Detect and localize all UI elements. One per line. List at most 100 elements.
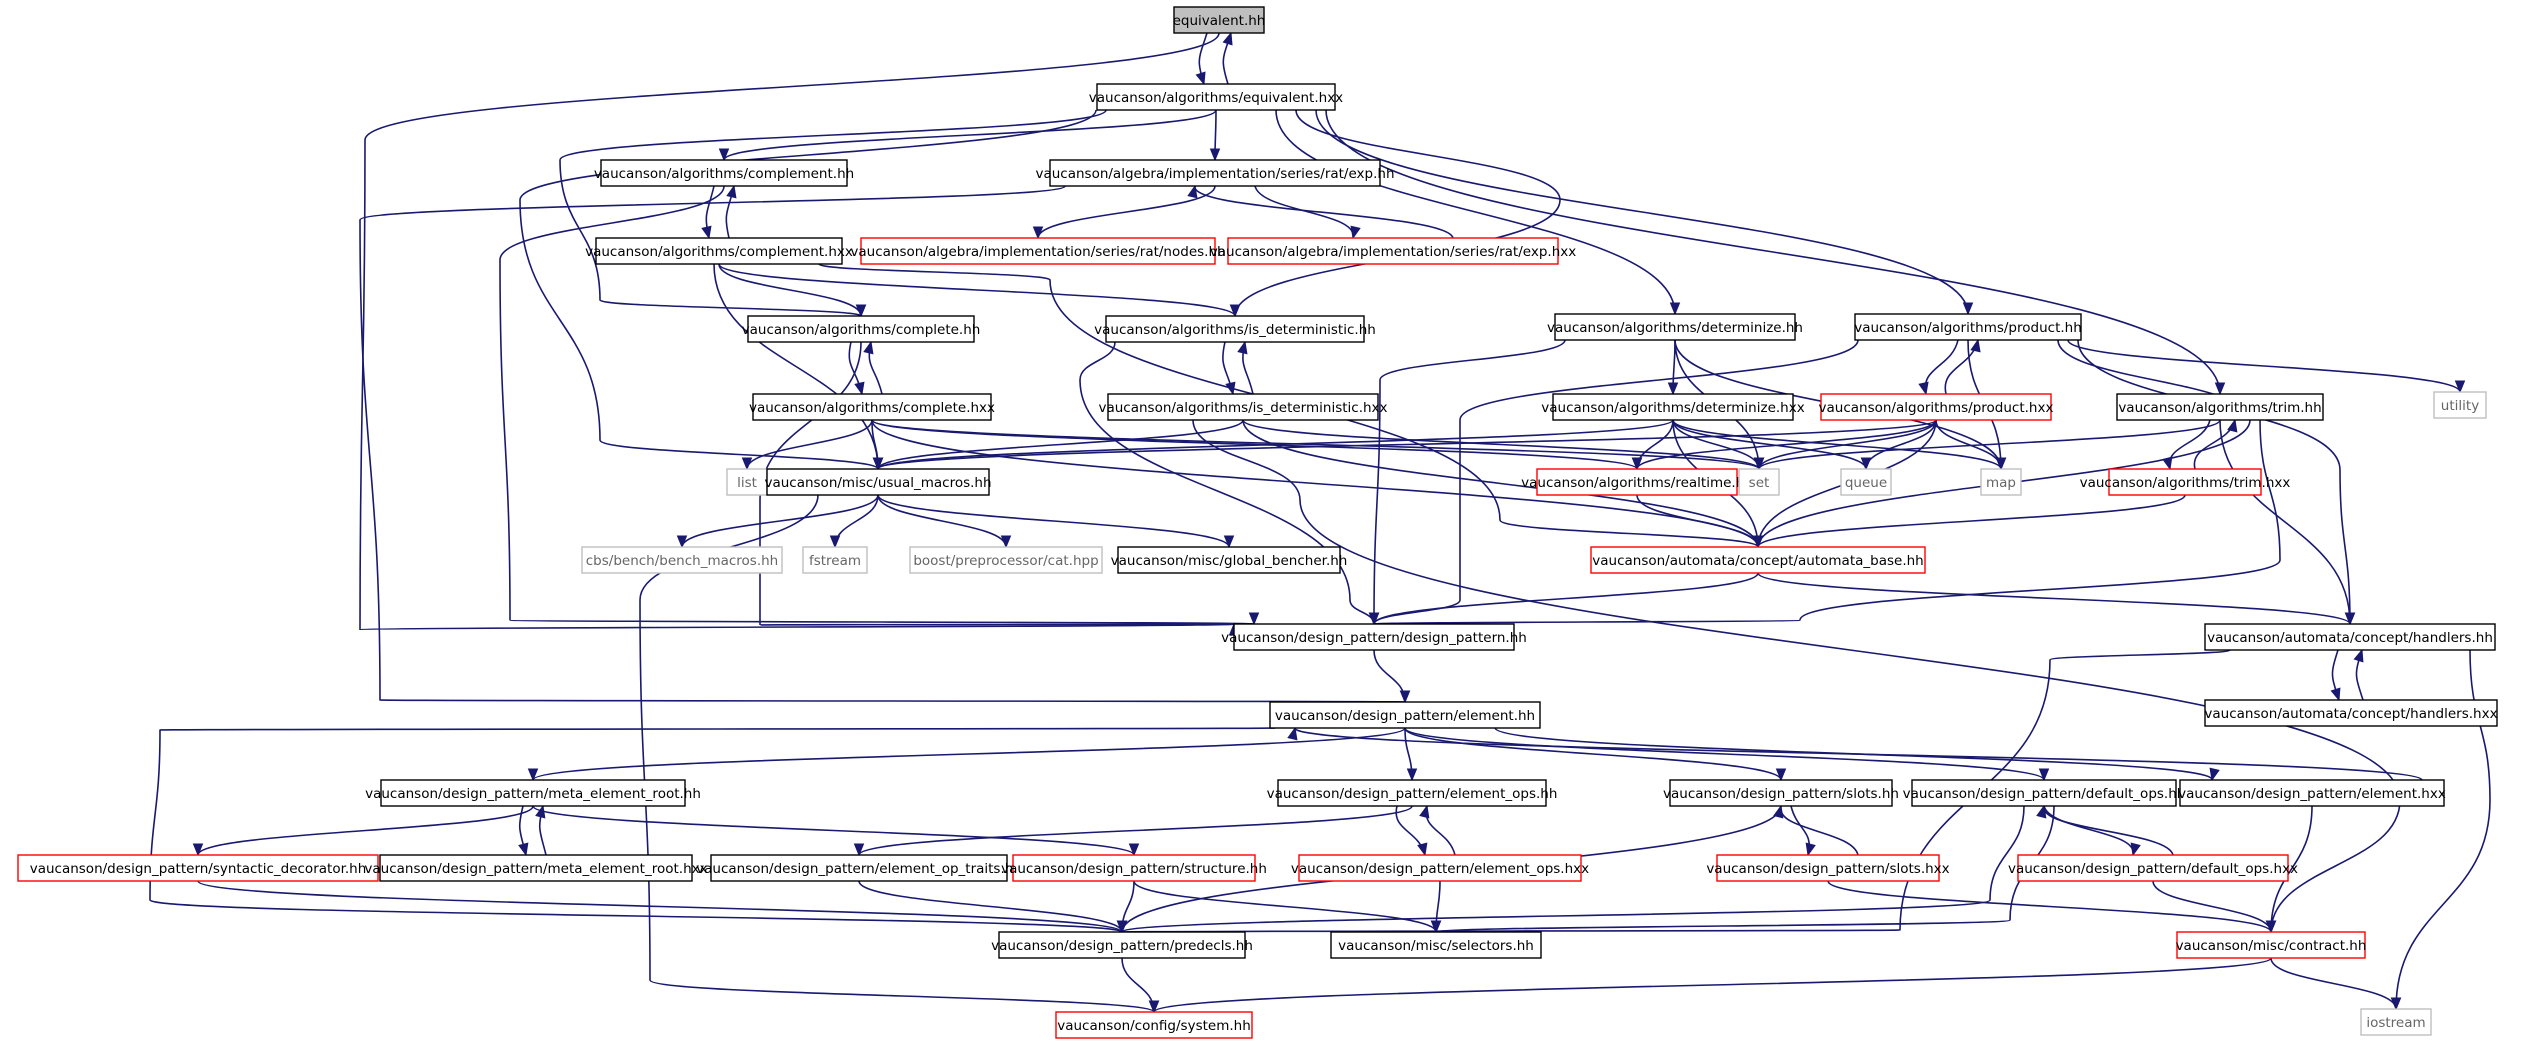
node-alg-complete-hh[interactable]: vaucanson/algorithms/complete.hh [742, 315, 981, 343]
node-structure-hh[interactable]: vaucanson/design_pattern/structure.hh [1001, 854, 1267, 882]
node-alg-trim-hh[interactable]: vaucanson/algorithms/trim.hh [2116, 393, 2324, 421]
node-queue: queue [1840, 468, 1892, 496]
edge-element_hxx-to-element_hh [1287, 726, 2423, 781]
node-label: vaucanson/design_pattern/predecls.hh [991, 938, 1253, 954]
edge-alg_is_det_hxx-to-alg_is_det_hh [1237, 340, 1254, 395]
node-box [1669, 779, 1893, 807]
edge-line [858, 880, 1123, 933]
node-alg-complement-hh[interactable]: vaucanson/algorithms/complement.hh [594, 159, 854, 187]
node-element-ops-hh[interactable]: vaucanson/design_pattern/element_ops.hh [1267, 779, 1558, 807]
node-exp-hh[interactable]: vaucanson/algebra/implementation/series/… [1035, 159, 1395, 187]
node-exp-hxx[interactable]: vaucanson/algebra/implementation/series/… [1210, 237, 1576, 265]
edge-line [197, 880, 1123, 933]
node-alg-is-det-hh[interactable]: vaucanson/algorithms/is_deterministic.hh [1094, 315, 1376, 343]
node-label: vaucanson/misc/contract.hh [2176, 938, 2367, 954]
node-contract-hh[interactable]: vaucanson/misc/contract.hh [2176, 931, 2367, 959]
edge-alg_equivalent_hxx-to-exp_hh [1209, 109, 1221, 162]
node-design-pattern[interactable]: vaucanson/design_pattern/design_pattern.… [1221, 623, 1527, 651]
edge-arrowhead [2036, 804, 2047, 819]
node-meta-root-hxx[interactable]: vaucanson/design_pattern/meta_element_ro… [364, 854, 708, 882]
node-box [1552, 393, 1794, 421]
node-automata-base[interactable]: vaucanson/automata/concept/automata_base… [1590, 546, 1926, 574]
node-meta-root-hh[interactable]: vaucanson/design_pattern/meta_element_ro… [365, 779, 701, 807]
node-alg-determinize-hxx[interactable]: vaucanson/algorithms/determinize.hxx [1541, 393, 1805, 421]
edge-arrowhead [1918, 381, 1929, 396]
node-box [1269, 701, 1541, 729]
node-box [2108, 468, 2262, 496]
node-usual-macros[interactable]: vaucanson/misc/usual_macros.hh [764, 468, 992, 496]
node-alg-equivalent-hxx[interactable]: vaucanson/algorithms/equivalent.hxx [1089, 83, 1343, 111]
node-alg-complete-hxx[interactable]: vaucanson/algorithms/complete.hxx [749, 393, 995, 421]
node-box [1330, 931, 1542, 959]
edge-alg_complete_hxx-to-list [741, 419, 873, 471]
node-handlers-hh[interactable]: vaucanson/automata/concept/handlers.hh [2204, 623, 2496, 651]
edge-line [1373, 419, 2281, 625]
edge-arrowhead [1222, 31, 1233, 46]
node-box [2204, 623, 2496, 651]
edge-arrowhead [527, 768, 539, 782]
node-element-ops-hxx[interactable]: vaucanson/design_pattern/element_ops.hxx [1291, 854, 1589, 882]
edge-line [1242, 419, 1760, 470]
edge-arrowhead [1368, 612, 1380, 626]
node-global-bencher[interactable]: vaucanson/misc/global_bencher.hh [1111, 546, 1348, 574]
edge-line [1242, 419, 1759, 548]
node-syntactic-decorator[interactable]: vaucanson/design_pattern/syntactic_decor… [17, 854, 379, 882]
node-label: vaucanson/algorithms/determinize.hxx [1541, 400, 1804, 416]
edge-line [1254, 185, 1354, 239]
edge-line [2043, 805, 2134, 856]
edge-alg_complete_hxx-to-alg_complete_hh [863, 340, 883, 395]
node-label: vaucanson/design_pattern/element.hh [1275, 708, 1535, 724]
node-alg-trim-hxx[interactable]: vaucanson/algorithms/trim.hxx [2080, 468, 2291, 496]
node-box [1277, 779, 1547, 807]
edge-element_ops_hh-to-element_op_traits [853, 805, 1413, 857]
edge-arrowhead [1287, 726, 1298, 741]
node-alg-product-hh[interactable]: vaucanson/algorithms/product.hh [1854, 313, 2082, 341]
node-box [1911, 779, 2177, 807]
edge-usual_macros-to-boost_cat [877, 494, 1012, 549]
edge-line [877, 419, 1937, 470]
node-element-hh[interactable]: vaucanson/design_pattern/element.hh [1269, 701, 1541, 729]
node-alg-determinize-hh[interactable]: vaucanson/algorithms/determinize.hh [1547, 313, 1803, 341]
node-handlers-hxx[interactable]: vaucanson/automata/concept/handlers.hxx [2204, 699, 2498, 727]
edge-arrowhead [1187, 184, 1198, 199]
edge-element_hh-to-default_ops_hh [1404, 727, 2050, 782]
edge-handlers_hh-to-handlers_hxx [2330, 649, 2341, 702]
node-box [909, 546, 1103, 574]
edge-line [1672, 419, 2002, 470]
edge-line [197, 805, 534, 856]
edge-line [718, 263, 1236, 317]
node-boost-cat: boost/preprocessor/cat.hpp [909, 546, 1103, 574]
node-nodes-hh[interactable]: vaucanson/algebra/implementation/series/… [850, 237, 1226, 265]
node-alg-is-det-hxx[interactable]: vaucanson/algorithms/is_deterministic.hx… [1098, 393, 1388, 421]
node-selectors-hh[interactable]: vaucanson/misc/selectors.hh [1330, 931, 1542, 959]
edge-meta_root_hh-to-structure_hh [532, 805, 1140, 857]
edge-arrowhead [1000, 535, 1012, 549]
node-label: vaucanson/design_pattern/element_ops.hxx [1291, 861, 1589, 877]
edge-line [2270, 957, 2397, 1010]
edge-line [1037, 185, 1216, 239]
edge-line [871, 419, 1760, 470]
node-box [2017, 854, 2289, 882]
node-default-ops-hh[interactable]: vaucanson/design_pattern/default_ops.hh [1903, 779, 2186, 807]
node-label: vaucanson/algorithms/complete.hxx [749, 400, 995, 416]
node-equivalent-hh[interactable]: equivalent.hh [1173, 6, 1266, 34]
node-element-op-traits[interactable]: vaucanson/design_pattern/element_op_trai… [696, 854, 1022, 882]
node-slots-hxx[interactable]: vaucanson/design_pattern/slots.hxx [1706, 854, 1950, 882]
node-default-ops-hxx[interactable]: vaucanson/design_pattern/default_ops.hxx [2008, 854, 2298, 882]
node-box [2433, 391, 2487, 419]
node-label: vaucanson/algorithms/trim.hh [2118, 400, 2321, 416]
node-element-hxx[interactable]: vaucanson/design_pattern/element.hxx [2178, 779, 2446, 807]
edge-arrowhead [2038, 768, 2050, 782]
node-system-hh[interactable]: vaucanson/config/system.hh [1055, 1011, 1253, 1039]
node-alg-realtime-hh[interactable]: vaucanson/algorithms/realtime.hh [1521, 468, 1753, 496]
edge-line [1294, 727, 2423, 781]
node-alg-product-hxx[interactable]: vaucanson/algorithms/product.hxx [1819, 393, 2054, 421]
edge-arrowhead [855, 304, 867, 318]
node-predecls-hh[interactable]: vaucanson/design_pattern/predecls.hh [991, 931, 1253, 959]
node-slots-hh[interactable]: vaucanson/design_pattern/slots.hh [1663, 779, 1899, 807]
node-label: vaucanson/design_pattern/structure.hh [1001, 861, 1267, 877]
node-alg-complement-hxx[interactable]: vaucanson/algorithms/complement.hxx [585, 237, 853, 265]
edge-arrowhead [1209, 148, 1221, 162]
node-label: vaucanson/algorithms/equivalent.hxx [1089, 90, 1343, 106]
